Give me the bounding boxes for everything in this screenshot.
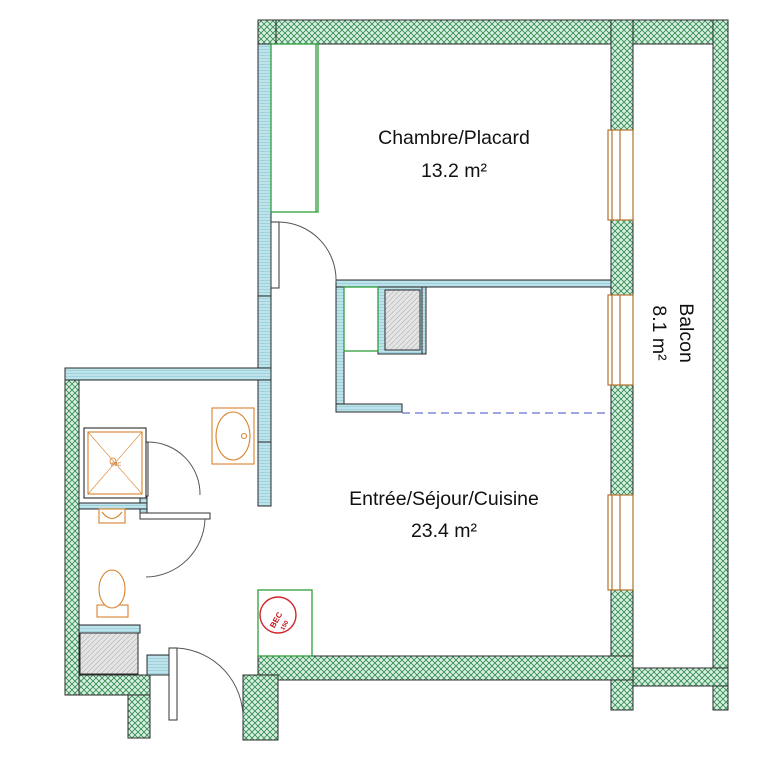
room-chambre-area: 13.2 m² (421, 160, 488, 182)
closets (257, 43, 379, 657)
wall-bedroom-left (257, 19, 272, 297)
room-balcon-name: Balcon (675, 303, 697, 363)
doors (139, 221, 337, 721)
door-bedroom-leaf (270, 221, 280, 289)
water-heater-capacity: 150 (280, 619, 291, 631)
shower-vent-icon (109, 457, 117, 465)
shower-vent-label: VMC (110, 462, 122, 468)
room-sejour-name: Entrée/Séjour/Cuisine (349, 488, 539, 510)
windows (607, 129, 634, 591)
bathroom-sink (211, 407, 255, 465)
technical-shaft (384, 289, 421, 351)
bathroom-duct (79, 632, 139, 675)
room-balcon-area: 8.1 m² (648, 305, 670, 361)
wc-handbasin (98, 508, 126, 524)
toilet-bowl (98, 569, 126, 609)
room-sejour-area: 23.4 m² (411, 520, 478, 542)
wall-bedroom-top-left (257, 19, 277, 45)
door-bedroom-swing (278, 221, 337, 283)
water-heater: BEC 150 (259, 596, 297, 634)
room-chambre-name: Chambre/Placard (378, 127, 530, 149)
